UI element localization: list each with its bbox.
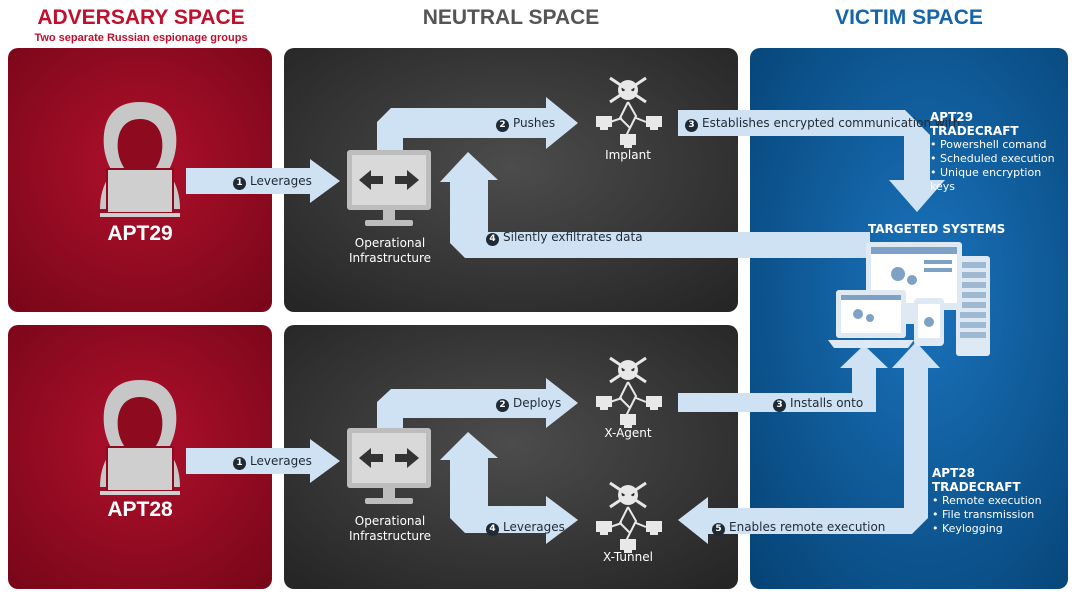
apt29-tradecraft-list: Powershell comand Scheduled execution Un… [930,138,1065,194]
skull-network-icon [596,76,662,148]
deploys-text: Deploys [513,396,562,410]
targeted-systems-title: TARGETED SYSTEMS [868,222,1005,236]
establishes-text: Establishes encrypted communication with [702,116,961,130]
targeted-systems-text: TARGETED SYSTEMS [868,222,1006,236]
skull-network-icon [596,481,662,553]
hacker-icon [100,102,180,217]
x-tunnel-label: X-Tunnel [603,550,653,564]
apt29-exfiltrates-label: 4 Silently exfiltrates data [486,230,643,246]
apt29-tradecraft: APT29 TRADECRAFT Powershell comand Sched… [930,110,1065,194]
step-badge: 3 [685,119,698,132]
step-badge: 2 [496,399,509,412]
infrastructure-icon [347,150,431,226]
apt28-tradecraft-title: APT28 TRADECRAFT [932,466,1021,494]
devices-icon [828,242,990,356]
tradecraft-item: Keylogging [932,522,1062,536]
infrastructure-line1: Operational [354,514,426,528]
apt28-tradecraft: APT28 TRADECRAFT Remote execution File t… [932,466,1062,536]
adversary-space-subtitle: Two separate Russian espionage groups [34,32,248,44]
apt29-leverages-label: 1 Leverages [233,174,312,190]
apt29-pushes-label: 2 Pushes [496,116,555,132]
arrow-apt28-enables [678,342,940,544]
adversary-space-header: ADVERSARY SPACE [37,6,245,29]
tradecraft-item: Scheduled execution [930,152,1065,166]
step-badge: 2 [496,119,509,132]
arrow-apt28-leverages2 [440,432,578,544]
infrastructure-line1: Operational [354,236,426,250]
enables-text: Enables remote execution [729,520,886,534]
leverages-text: Leverages [250,174,312,188]
arrow-apt28-installs [678,345,888,412]
apt29-tradecraft-title: APT29 TRADECRAFT [930,110,1019,138]
apt29-establishes-label: 3 Establishes encrypted communication wit… [685,116,960,132]
apt28-installs-label: 3 Installs onto [773,396,863,412]
tradecraft-item: Unique encryption keys [930,166,1065,194]
exfiltrates-text: Silently exfiltrates data [503,230,643,244]
apt28-tradecraft-list: Remote execution File transmission Keylo… [932,494,1062,536]
step-badge: 1 [233,177,246,190]
hacker-icon [100,380,180,495]
step-badge: 4 [486,523,499,536]
apt29-label: APT29 [107,222,173,245]
infrastructure-icon [347,428,431,504]
infrastructure-line2: Infrastructure [348,251,432,265]
arrow-apt28-deploys [377,378,578,428]
apt28-leverages2-label: 4 Leverages [486,520,565,536]
step-badge: 3 [773,399,786,412]
apt28-label: APT28 [107,498,173,521]
leverages-text: Leverages [250,454,312,468]
arrow-apt28-leverages [186,439,340,483]
arrow-apt29-exfiltrates [440,152,870,258]
apt28-deploys-label: 2 Deploys [496,396,561,412]
tradecraft-item: Remote execution [932,494,1062,508]
x-agent-label: X-Agent [604,426,652,440]
arrow-apt29-pushes [377,97,578,150]
step-badge: 5 [712,523,725,536]
victim-space-header: VICTIM SPACE [835,6,983,29]
step-badge: 1 [233,457,246,470]
tradecraft-item: File transmission [932,508,1062,522]
implant-label: Implant [605,148,651,162]
pushes-text: Pushes [513,116,556,130]
infrastructure-label-apt29: Operational Infrastructure [330,236,450,266]
arrow-apt29-establishes [678,110,945,212]
skull-network-icon [596,356,662,428]
infrastructure-label-apt28: Operational Infrastructure [330,514,450,544]
apt28-leverages-label: 1 Leverages [233,454,312,470]
apt28-enables-label: 5 Enables remote execution [712,520,885,536]
installs-text: Installs onto [790,396,864,410]
neutral-space-header: NEUTRAL SPACE [422,6,600,29]
leverages2-text: Leverages [503,520,565,534]
step-badge: 4 [486,233,499,246]
arrow-apt29-leverages [186,159,340,203]
infrastructure-line2: Infrastructure [348,529,432,543]
tradecraft-item: Powershell comand [930,138,1065,152]
